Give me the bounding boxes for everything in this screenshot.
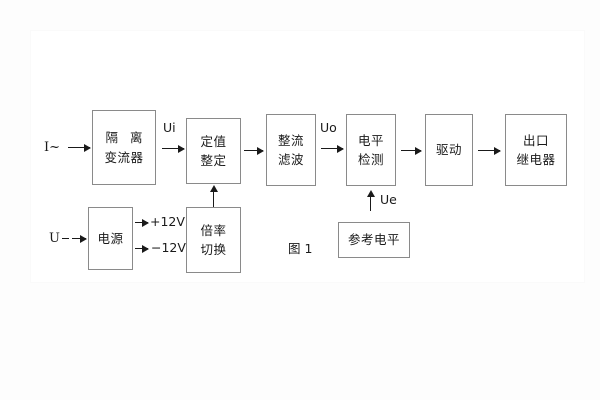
- block-line: 电源: [97, 230, 124, 246]
- block-isolation-transformer: 隔 离 变流器: [92, 110, 156, 185]
- block-level-detection: 电平 检测: [346, 114, 396, 186]
- negative-rail-label: −12V: [151, 240, 186, 255]
- block-drive: 驱动: [425, 114, 473, 186]
- block-line: 变流器: [104, 149, 144, 165]
- block-line: 电平: [357, 132, 384, 148]
- block-line: 检测: [357, 152, 384, 167]
- ui-signal-label: Ui: [163, 120, 176, 135]
- block-line: 出口: [522, 132, 549, 148]
- block-line: 倍率: [200, 222, 227, 238]
- figure-caption: 图 1: [288, 241, 313, 256]
- block-line: 驱动: [435, 142, 462, 158]
- block-multiplier-switch: 倍率 切换: [186, 207, 241, 273]
- block-line: 隔 离: [105, 130, 147, 146]
- arrow-positive-rail: [135, 218, 149, 227]
- block-power-supply: 电源: [88, 207, 133, 270]
- ue-signal-label: Ue: [380, 192, 397, 207]
- block-line: 定值: [200, 133, 227, 149]
- positive-rail-label: +12V: [150, 214, 185, 229]
- voltage-input-dash: [62, 238, 69, 239]
- arrow-level-to-drive: [401, 146, 422, 155]
- block-reference-level: 参考电平: [338, 222, 410, 258]
- block-output-relay: 出口 继电器: [505, 114, 567, 186]
- block-line: 滤波: [277, 152, 304, 167]
- arrow-multiplier-to-setting: [209, 185, 218, 207]
- block-line: 继电器: [516, 152, 556, 167]
- voltage-input-label: U: [49, 231, 60, 246]
- arrow-negative-rail: [135, 244, 149, 253]
- arrow-setting-to-rectifier: [244, 146, 264, 155]
- uo-signal-label: Uo: [320, 120, 337, 135]
- arrow-reference-level-to-detection: [366, 190, 375, 211]
- block-line: 参考电平: [347, 232, 400, 248]
- arrow-drive-to-relay: [478, 146, 501, 155]
- block-line: 整流: [277, 132, 304, 148]
- arrow-uo: [321, 144, 344, 153]
- arrow-current-input: [68, 143, 91, 152]
- block-setting-value: 定值 整定: [186, 118, 241, 184]
- block-rectifier-filter: 整流 滤波: [266, 114, 316, 186]
- block-line: 整定: [200, 153, 227, 168]
- current-input-label: I~: [44, 140, 61, 155]
- block-line: 切换: [200, 242, 227, 257]
- arrow-voltage-input: [72, 234, 87, 243]
- arrow-ui: [162, 144, 185, 153]
